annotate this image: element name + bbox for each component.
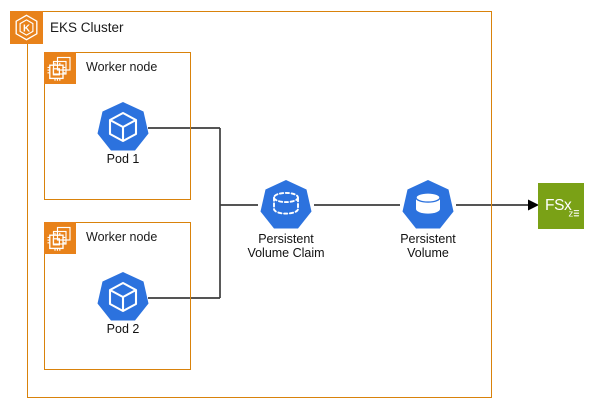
svg-text:z: z [569, 209, 574, 220]
kubernetes-pvc-dashed-cylinder-icon [258, 177, 314, 233]
pod-2-label: Pod 2 [106, 322, 140, 336]
worker-node-1-title: Worker node [86, 60, 158, 74]
eks-cluster-boundary [27, 11, 492, 398]
eks-cluster-title: EKS Cluster [50, 20, 124, 35]
pv-label-line-2: Volume [407, 246, 449, 260]
pv-label: Persistent Volume [368, 232, 488, 260]
kubernetes-pv-cylinder-icon [400, 177, 456, 233]
pvc-label-line-2: Volume Claim [247, 246, 325, 260]
aws-fsx-icon: FSx z [538, 183, 584, 229]
worker-node-1-boundary [44, 52, 191, 200]
worker-node-2-boundary [44, 222, 191, 370]
cpu-chip-icon [44, 52, 76, 84]
pvc-label: Persistent Volume Claim [226, 232, 346, 260]
cpu-chip-icon [44, 222, 76, 254]
eks-hexagon-k-icon: K [10, 11, 43, 44]
kubernetes-pod-cube-icon [95, 269, 151, 325]
kubernetes-pod-cube-icon [95, 99, 151, 155]
svg-text:K: K [23, 24, 30, 35]
worker-node-2-title: Worker node [86, 230, 158, 244]
pvc-label-line-1: Persistent [258, 232, 314, 246]
pv-label-line-1: Persistent [400, 232, 456, 246]
pod-1-label: Pod 1 [106, 152, 140, 166]
svg-text:FSx: FSx [545, 197, 572, 214]
